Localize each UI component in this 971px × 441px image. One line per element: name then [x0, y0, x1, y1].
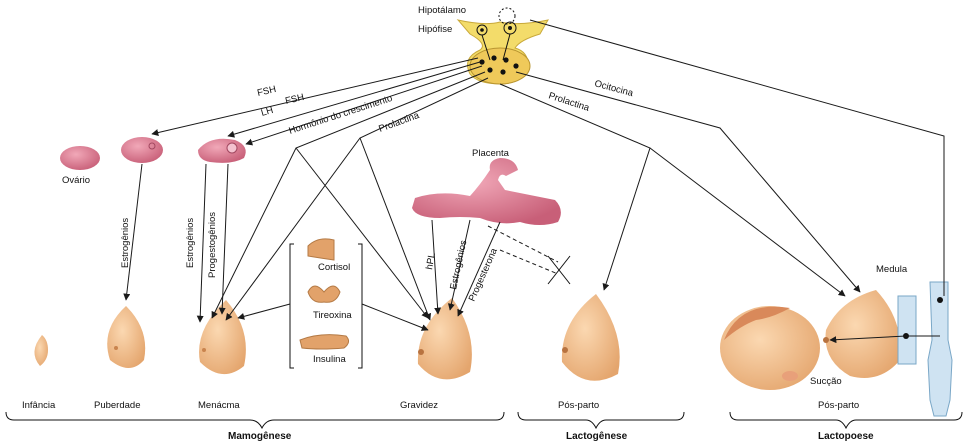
hypothalamus-label: Hipotálamo: [418, 5, 466, 16]
stage-infancy: Infância: [22, 400, 56, 411]
progestogens-menarche-label: Progestogênios: [207, 212, 218, 278]
hypothalamus-pituitary: [458, 8, 548, 84]
phase-lactogenesis: Lactogênese: [566, 431, 628, 441]
breast-postpartum: [562, 294, 620, 381]
breast-lactation: [823, 290, 901, 378]
stage-postpartum-2: Pós-parto: [818, 400, 859, 411]
oxytocin-label: Ocitocina: [593, 78, 635, 99]
hormone-arrows: [126, 20, 944, 340]
progesterone-placenta-label: Progesterona: [467, 246, 501, 303]
pancreas-icon: [300, 335, 349, 349]
prolactin-label-2: Prolactina: [547, 90, 591, 114]
thyroxine-label: Tireoxina: [313, 310, 352, 321]
stage-postpartum-1: Pós-parto: [558, 400, 599, 411]
cortisol-label: Cortisol: [318, 262, 350, 273]
ovary-puberty: [121, 137, 163, 163]
breast-puberty: [107, 306, 145, 368]
breast-infancy: [34, 335, 48, 366]
ovary-infant: [60, 146, 100, 170]
estrogens-menarche-label: Estrogênios: [185, 218, 196, 268]
hpl-label: hPL: [424, 252, 438, 271]
baby-head-illustration: [720, 306, 820, 390]
estrogens-puberty-label: Estrogênios: [120, 218, 131, 268]
spinal-cord-illustration: [898, 282, 952, 416]
stage-pregnancy: Gravidez: [400, 400, 438, 411]
lh-label: LH: [260, 105, 275, 119]
adrenal-gland-icon: [308, 239, 334, 260]
fsh-label-1: FSH: [256, 84, 277, 99]
ovary-menarche: [198, 139, 246, 163]
prolactin-label-1: Prolactina: [377, 110, 421, 135]
insulin-label: Insulina: [313, 354, 346, 365]
thyroid-gland-icon: [308, 286, 340, 302]
placenta-label: Placenta: [472, 148, 510, 159]
phase-mammogenesis: Mamogênese: [228, 431, 292, 441]
phase-brackets: [6, 412, 962, 428]
fsh-label-2: FSH: [284, 92, 305, 107]
phase-lactopoiesis: Lactopoese: [818, 431, 874, 441]
placenta-illustration: [412, 158, 561, 225]
suction-label: Sucção: [810, 376, 842, 387]
estrogens-placenta-label: Estrogênios: [448, 239, 469, 291]
ovary-label: Ovário: [62, 175, 90, 186]
stage-puberty: Puberdade: [94, 400, 140, 411]
medulla-label: Medula: [876, 264, 908, 275]
stage-menarche: Menácma: [198, 400, 240, 411]
pituitary-label: Hipófise: [418, 24, 452, 35]
